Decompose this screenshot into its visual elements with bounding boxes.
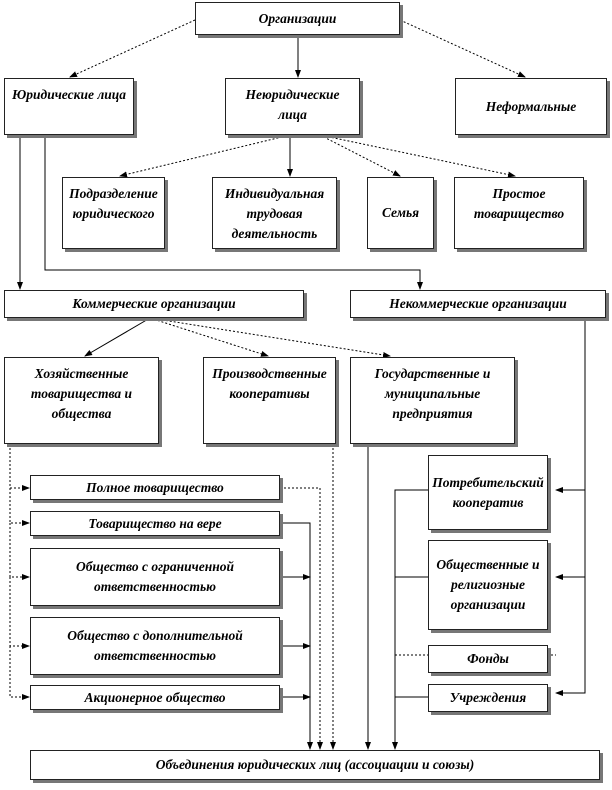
production-cooperatives-node: Производственные кооперативы (203, 357, 336, 444)
non-legal-entities-node: Неюридические лица (225, 78, 360, 135)
institutions-node: Учреждения (428, 684, 548, 712)
state-enterprises-node: Государственные и муниципальные предприя… (350, 357, 515, 444)
subdivision-node: Подразделение юридического (62, 177, 165, 249)
business-partnerships-node: Хозяйственные товарищества и общества (4, 357, 159, 444)
individual-labor-node: Индивидуальная трудовая деятельность (212, 177, 337, 249)
consumer-coop-node: Потребительский кооператив (428, 455, 548, 530)
informal-node: Неформальные (455, 78, 607, 135)
limited-partnership-node: Товарищество на вере (30, 511, 280, 536)
llc-node: Общество с ограниченной ответственностью (30, 548, 280, 606)
legal-entities-node: Юридические лица (4, 78, 134, 135)
noncommercial-node: Некоммерческие организации (350, 290, 606, 318)
family-node: Семья (367, 177, 434, 249)
commercial-node: Коммерческие организации (4, 290, 304, 318)
public-religious-node: Общественные и религиозные организации (428, 540, 548, 630)
alc-node: Общество с дополнительной ответственност… (30, 617, 280, 675)
full-partnership-node: Полное товарищество (30, 475, 280, 500)
simple-partnership-node: Простое товарищество (454, 177, 584, 249)
associations-node: Объединения юридических лиц (ассоциации … (30, 750, 600, 780)
root-node: Организации (195, 2, 400, 35)
funds-node: Фонды (428, 645, 548, 673)
joint-stock-node: Акционерное общество (30, 685, 280, 710)
